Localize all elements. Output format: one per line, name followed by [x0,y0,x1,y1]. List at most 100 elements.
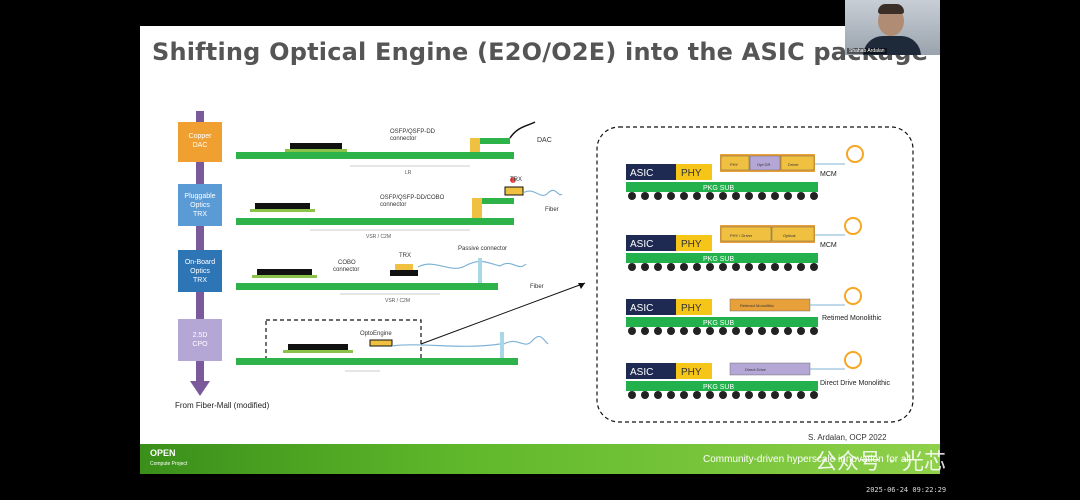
presenter-video[interactable]: Shahab Ardalan [845,0,940,55]
solder-ball [641,327,649,335]
timeline-bar [196,111,204,386]
solder-ball [784,263,792,271]
solder-ball [706,327,714,335]
solder-ball [680,391,688,399]
solder-ball [732,263,740,271]
solder-ball [732,391,740,399]
package-2-label: MCM [820,242,837,249]
stage-copper-line2: DAC [193,142,208,149]
solder-ball [693,391,701,399]
stage-pluggable-line1: Pluggable [184,193,215,200]
package-frame [596,126,914,423]
stage-onboard-line3: TRX [193,277,207,284]
solder-ball [693,327,701,335]
svg-text:PHY: PHY [730,162,739,167]
solder-ball [628,192,636,200]
solder-ball [706,263,714,271]
package-mcm-1: ASIC PHY PHY Opt DR Driver PKG SUB MCM [626,145,864,192]
row1-dac-label: DAC [537,137,552,144]
svg-text:PHY / Driver: PHY / Driver [730,233,753,238]
solder-ball [628,391,636,399]
solder-ball [771,192,779,200]
presenter-name: Shahab Ardalan [847,48,887,54]
footer-bar [140,444,940,474]
solder-ball [667,391,675,399]
timeline-arrow-head [190,381,210,396]
solder-ball [628,263,636,271]
wechat-watermark: 公众号 · 光芯 [815,450,946,475]
ocp-logo-main: OPEN [150,448,176,458]
solder-ball [706,192,714,200]
solder-ball [745,327,753,335]
slide-diagram: Copper DAC Pluggable Optics TRX On-Board… [178,111,914,423]
row1-connector-line1: OSFP/QSFP-DD [390,129,436,135]
solder-ball [654,192,662,200]
stage-box-onboard [178,250,222,292]
row2-fiber-label: Fiber [545,207,559,213]
svg-text:PKG SUB: PKG SUB [703,320,734,327]
ocp-logo-sub: Compute Project [150,461,188,467]
solder-ball [680,192,688,200]
credit-text: S. Ardalan, OCP 2022 [808,433,887,442]
solder-ball [641,263,649,271]
solder-ball [771,391,779,399]
row3-passive-label: Passive connector [458,246,507,252]
svg-text:Optical: Optical [783,233,796,238]
svg-text:Retimed Monolithic: Retimed Monolithic [740,303,774,308]
solder-ball [797,192,805,200]
svg-text:ASIC: ASIC [630,367,653,378]
row-onboard: COBO connector TRX Passive connector Fib… [236,246,544,304]
solder-ball [693,263,701,271]
solder-ball [719,327,727,335]
solder-ball [706,391,714,399]
solder-balls [628,192,818,399]
stage-onboard-line1: On-Board [185,259,215,266]
stage-pluggable-line3: TRX [193,211,207,218]
svg-text:PHY: PHY [681,239,702,250]
solder-ball [745,391,753,399]
row-copper-dac: OSFP/QSFP-DD connector DAC LR [236,121,552,176]
stage-box-copper [178,122,222,162]
row-pluggable: OSFP/QSFP-DD/COBO connector TRX Fiber VS… [236,177,563,240]
stage-cpo-line1: 2.5D [193,332,208,339]
solder-ball [654,327,662,335]
svg-text:PKG SUB: PKG SUB [703,256,734,263]
solder-ball [719,391,727,399]
row2-reach-label: VSR / C2M [366,234,391,240]
row2-connector-line2: connector [380,202,406,208]
row-cpo: OptoEngine [236,282,586,372]
solder-ball [758,391,766,399]
recording-timestamp: 2025-06-24 09:22:29 [866,486,947,494]
slide-title: Shifting Optical Engine (E2O/O2E) into t… [151,38,929,66]
solder-ball [784,327,792,335]
row3-connector-line2: connector [333,267,359,273]
solder-ball [654,391,662,399]
solder-ball [667,263,675,271]
svg-text:PKG SUB: PKG SUB [703,384,734,391]
solder-ball [667,192,675,200]
package-retimed: ASIC PHY Retimed Monolithic PKG SUB Reti… [626,287,882,327]
solder-ball [771,263,779,271]
row4-engine-label: OptoEngine [360,331,392,337]
solder-ball [797,391,805,399]
solder-ball [641,192,649,200]
solder-ball [810,263,818,271]
source-note: From Fiber-Mall (modified) [175,401,270,410]
solder-ball [758,263,766,271]
svg-text:PHY: PHY [681,303,702,314]
row2-connector-line1: OSFP/QSFP-DD/COBO [380,195,445,201]
solder-ball [680,263,688,271]
svg-text:PHY: PHY [681,168,702,179]
package-1-label: MCM [820,171,837,178]
solder-ball [771,327,779,335]
stage-cpo-line2: CPO [192,341,208,348]
solder-ball [680,327,688,335]
svg-text:PKG SUB: PKG SUB [703,185,734,192]
package-3-label: Retimed Monolithic [822,315,882,322]
solder-ball [719,192,727,200]
solder-ball [810,391,818,399]
svg-text:PHY: PHY [681,367,702,378]
row3-connector-line1: COBO [338,260,356,266]
solder-ball [784,391,792,399]
svg-text:ASIC: ASIC [630,303,653,314]
